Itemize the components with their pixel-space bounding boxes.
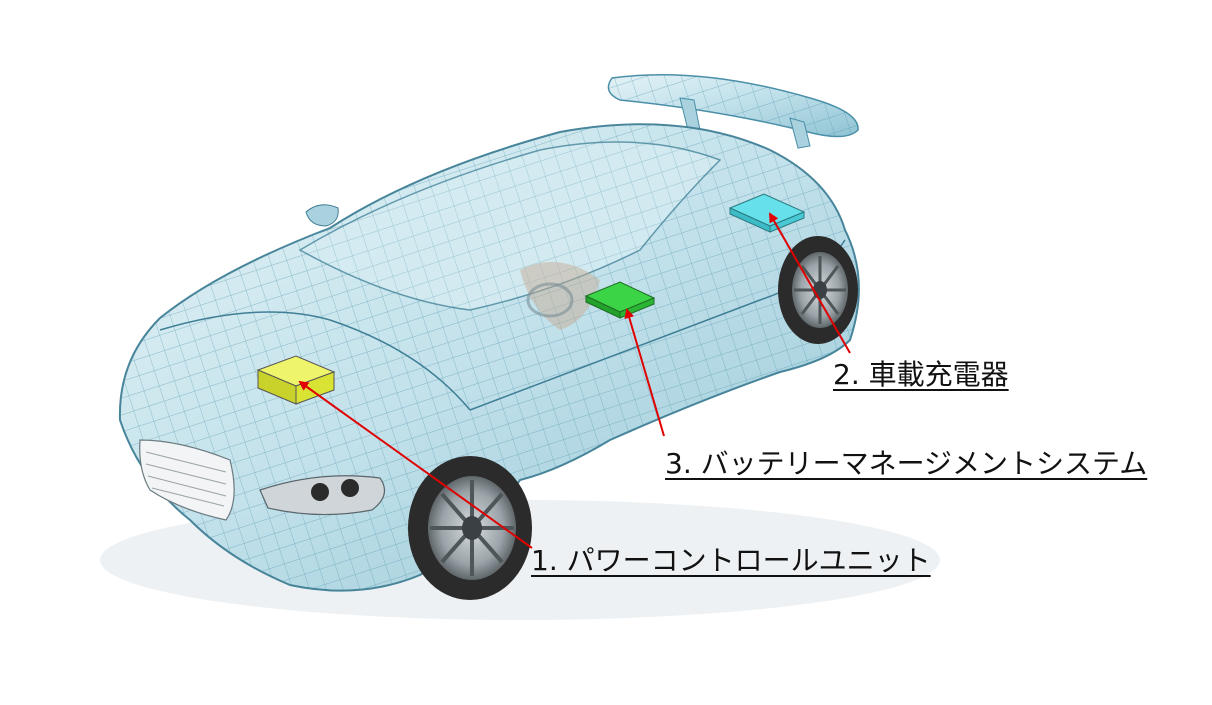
callout-arrow-charger — [769, 212, 851, 354]
car-body — [118, 123, 860, 592]
headlight — [259, 475, 386, 516]
power-control-unit-box[interactable] — [256, 355, 336, 405]
label-power-control-unit: 1. パワーコントロールユニット — [531, 544, 931, 577]
front-grille — [139, 439, 235, 521]
rear-spoiler — [607, 73, 859, 149]
rear-wheel — [778, 236, 858, 344]
callout-arrow-bms — [624, 308, 665, 437]
callout-arrow-pcu — [298, 380, 533, 549]
battery-management-system-box[interactable] — [584, 281, 656, 319]
label-battery-management-system: 3. バッテリーマネージメントシステム — [665, 447, 1148, 480]
front-wheel — [408, 456, 532, 600]
label-onboard-charger: 2. 車載充電器 — [833, 358, 1009, 391]
